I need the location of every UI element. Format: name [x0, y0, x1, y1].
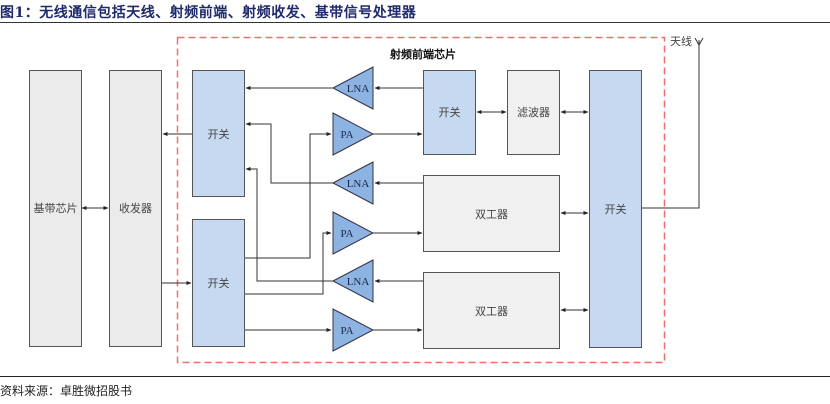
filter-switch-label: 开关	[439, 105, 461, 119]
pa-3-label: PA	[340, 325, 353, 337]
switch-bottom-block: 开关	[192, 219, 245, 347]
link-switch-bottom-pa1	[245, 132, 332, 259]
transceiver-label: 收发器	[119, 201, 152, 215]
rf-frontend-label: 射频前端芯片	[389, 47, 456, 61]
lna-3-label: LNA	[347, 276, 370, 288]
filter-switch-block: 开关	[423, 70, 476, 155]
connectors	[81, 40, 700, 332]
antenna-switch-label: 开关	[605, 202, 627, 216]
antenna-label: 天线	[670, 34, 692, 48]
filter-label: 滤波器	[517, 106, 550, 119]
link-switch-bottom-pa2	[245, 231, 332, 295]
lna-3: LNA	[331, 259, 374, 303]
switch-top-label: 开关	[208, 127, 230, 141]
duplexer-1-block: 双工器	[423, 175, 560, 252]
lna-2: LNA	[331, 161, 374, 205]
link-lna2-switch-top	[245, 122, 333, 184]
lna-1-label: LNA	[347, 83, 370, 95]
switch-bottom-label: 开关	[208, 276, 230, 290]
lna-1: LNA	[331, 66, 374, 110]
filter-block: 滤波器	[507, 70, 560, 155]
baseband-label: 基带芯片	[34, 201, 78, 215]
figure-title: 图1：无线通信包括天线、射频前端、射频收发、基带信号处理器	[0, 5, 417, 21]
pa-1: PA	[332, 112, 375, 156]
antenna-icon	[694, 37, 704, 46]
link-lna3-switch-top	[245, 167, 333, 282]
pa-1-label: PA	[340, 129, 353, 141]
duplexer-1-label: 双工器	[475, 208, 508, 221]
pa-2: PA	[332, 211, 375, 255]
lna-2-label: LNA	[347, 178, 370, 190]
duplexer-2-block: 双工器	[423, 272, 560, 349]
baseband-chip-block: 基带芯片	[29, 70, 82, 347]
rf-frontend-boundary	[176, 36, 666, 364]
switch-top-block: 开关	[192, 70, 245, 197]
pa-3: PA	[332, 308, 375, 352]
source-note: 资料来源：卓胜微招股书	[0, 384, 133, 398]
title-divider	[0, 22, 830, 23]
link-antenna	[642, 40, 700, 209]
duplexer-2-label: 双工器	[475, 305, 508, 318]
footer-divider	[0, 376, 830, 377]
antenna-switch-block: 开关	[589, 70, 642, 348]
pa-2-label: PA	[340, 228, 353, 240]
transceiver-block: 收发器	[109, 70, 162, 347]
